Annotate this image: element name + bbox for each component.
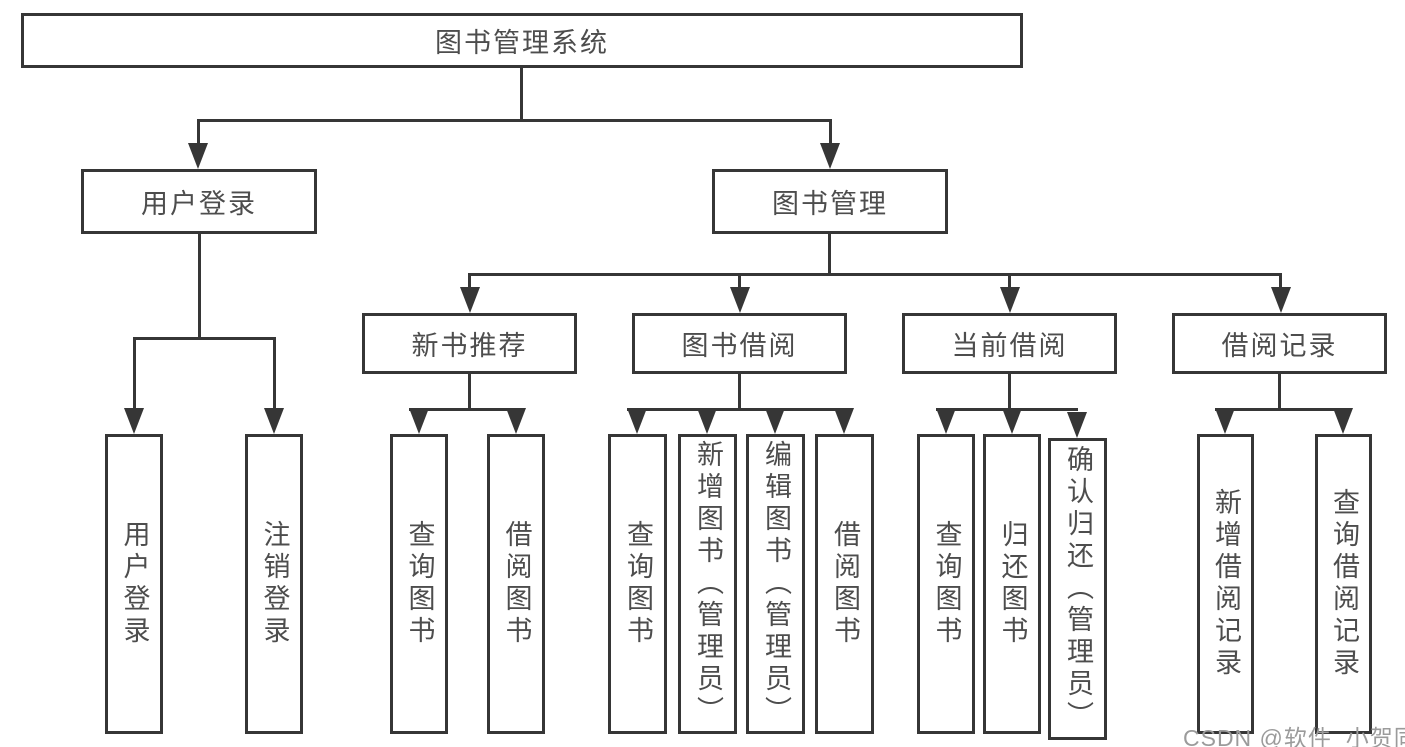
connector-line xyxy=(520,68,523,119)
node-add-books-admin: 新增图书（管理员） xyxy=(678,434,737,734)
node-label: 编辑图书（管理员） xyxy=(761,440,791,728)
arrowhead-down-icon xyxy=(409,408,429,434)
arrowhead-down-icon xyxy=(506,408,526,434)
connector-line xyxy=(468,273,471,290)
node-label: 用户登录 xyxy=(119,520,150,648)
node-logout-action: 注销登录 xyxy=(245,434,303,734)
connector-line xyxy=(197,119,831,122)
arrowhead-down-icon xyxy=(1002,408,1022,434)
node-book-management: 图书管理 xyxy=(712,169,948,234)
node-label: 新书推荐 xyxy=(411,331,528,361)
node-label: 借阅图书 xyxy=(830,520,860,648)
arrowhead-down-icon xyxy=(627,408,647,434)
node-label: 查询图书 xyxy=(623,520,653,648)
arrowhead-down-icon xyxy=(730,287,750,313)
arrowhead-down-icon xyxy=(697,408,717,434)
arrowhead-down-icon xyxy=(834,408,854,434)
connector-line xyxy=(627,408,845,411)
node-query-books-borrow: 查询图书 xyxy=(608,434,667,734)
node-label: 借阅图书 xyxy=(501,520,532,648)
connector-line xyxy=(409,408,519,411)
connector-line xyxy=(1279,273,1282,290)
connector-line xyxy=(1008,374,1011,411)
node-label: 查询图书 xyxy=(404,520,435,648)
node-label: 查询图书 xyxy=(931,520,962,648)
connector-line xyxy=(1215,408,1345,411)
node-user-login: 用户登录 xyxy=(81,169,317,234)
arrowhead-down-icon xyxy=(1067,412,1087,438)
node-label: 借阅记录 xyxy=(1221,331,1338,361)
arrowhead-down-icon xyxy=(1000,287,1020,313)
arrowhead-down-icon xyxy=(1333,408,1353,434)
connector-line xyxy=(468,374,471,411)
connector-line xyxy=(829,119,832,147)
node-label: 图书管理系统 xyxy=(435,28,609,58)
node-label: 当前借阅 xyxy=(951,331,1068,361)
arrowhead-down-icon xyxy=(820,143,840,169)
node-label: 图书管理 xyxy=(772,189,888,219)
connector-line xyxy=(738,374,741,411)
arrowhead-down-icon xyxy=(124,408,144,434)
node-label: 确认归还（管理员） xyxy=(1063,445,1093,733)
node-borrow-books-recommend: 借阅图书 xyxy=(487,434,545,734)
node-label: 注销登录 xyxy=(259,520,290,648)
arrowhead-down-icon xyxy=(1271,287,1291,313)
connector-line xyxy=(1278,374,1281,411)
node-confirm-return-admin: 确认归还（管理员） xyxy=(1048,438,1107,740)
arrowhead-down-icon xyxy=(1215,408,1235,434)
node-user-login-action: 用户登录 xyxy=(105,434,163,734)
connector-line xyxy=(468,273,1282,276)
node-query-books-recommend: 查询图书 xyxy=(390,434,448,734)
node-borrow-books-action: 借阅图书 xyxy=(815,434,874,734)
arrowhead-down-icon xyxy=(460,287,480,313)
node-label: 归还图书 xyxy=(997,520,1028,648)
node-query-books-current: 查询图书 xyxy=(917,434,975,734)
connector-line xyxy=(198,234,201,337)
connector-line xyxy=(133,337,136,411)
node-label: 新增图书（管理员） xyxy=(693,440,723,728)
connector-line xyxy=(1008,273,1011,290)
node-return-books: 归还图书 xyxy=(983,434,1041,734)
node-label: 用户登录 xyxy=(141,189,257,219)
connector-line xyxy=(133,337,276,340)
arrowhead-down-icon xyxy=(264,408,284,434)
connector-line xyxy=(738,273,741,290)
arrowhead-down-icon xyxy=(188,143,208,169)
node-new-book-recommendation: 新书推荐 xyxy=(362,313,577,374)
node-add-borrow-record: 新增借阅记录 xyxy=(1197,434,1254,734)
node-label: 图书借阅 xyxy=(681,331,798,361)
node-book-borrowing: 图书借阅 xyxy=(632,313,847,374)
arrowhead-down-icon xyxy=(765,408,785,434)
node-edit-books-admin: 编辑图书（管理员） xyxy=(746,434,805,734)
connector-line xyxy=(197,119,200,147)
arrowhead-down-icon xyxy=(936,408,956,434)
node-borrowing-records: 借阅记录 xyxy=(1172,313,1387,374)
node-label: 查询借阅记录 xyxy=(1329,488,1359,680)
node-current-borrowing: 当前借阅 xyxy=(902,313,1117,374)
connector-line xyxy=(273,337,276,411)
node-library-system: 图书管理系统 xyxy=(21,13,1023,68)
node-label: 新增借阅记录 xyxy=(1211,488,1241,680)
csdn-watermark: CSDN @软件_小贺同学 xyxy=(1183,725,1405,747)
node-query-borrow-record: 查询借阅记录 xyxy=(1315,434,1372,734)
connector-line xyxy=(828,234,831,276)
